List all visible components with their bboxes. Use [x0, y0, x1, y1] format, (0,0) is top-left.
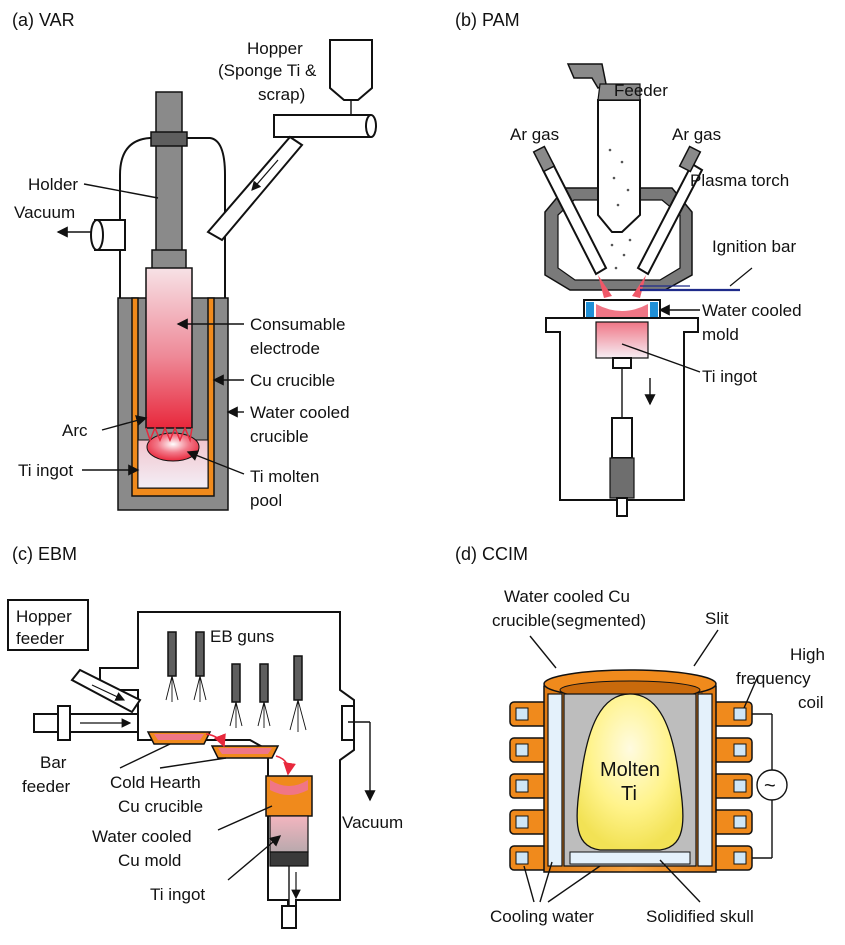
var-cu-crucible — [131, 297, 215, 497]
ccim-coil-label-2: frequency — [736, 669, 811, 688]
var-vacuum-label: Vacuum — [14, 203, 75, 222]
pam-ar-left-label: Ar gas — [510, 125, 559, 144]
panel-ccim: (d) CCIM — [455, 544, 825, 926]
pam-feeder-tube — [597, 99, 641, 233]
var-hopper-label-1: Hopper — [247, 39, 303, 58]
ccim-ac-source — [756, 769, 788, 801]
ebm-guns-label: EB guns — [210, 627, 274, 646]
var-cu-crucible-label: Cu crucible — [250, 371, 335, 390]
ebm-ingot-label: Ti ingot — [150, 885, 205, 904]
var-ingot-label: Ti ingot — [18, 461, 73, 480]
ccim-cooling-right — [697, 693, 713, 867]
ebm-hopper-label-2: feeder — [16, 629, 65, 648]
pam-feeder-hopper — [566, 63, 607, 89]
var-holder — [155, 91, 183, 253]
ebm-mold-label-2: Cu mold — [118, 851, 181, 870]
ebm-title: (c) EBM — [12, 544, 77, 564]
var-hopper-label-3: scrap) — [258, 85, 305, 104]
pam-plasma-right — [632, 275, 646, 298]
ccim-molten-ti — [576, 693, 684, 851]
ccim-slit-label: Slit — [705, 609, 729, 628]
var-pool-label-1: Ti molten — [250, 467, 319, 486]
panel-pam: (b) PAM — [455, 10, 802, 517]
ebm-bar-label-2: feeder — [22, 777, 71, 796]
pam-feeder-label: Feeder — [614, 81, 668, 100]
ccim-title: (d) CCIM — [455, 544, 528, 564]
ccim-coil — [509, 701, 753, 871]
var-consumable-electrode — [145, 267, 193, 429]
pam-torch-right — [636, 162, 704, 276]
ebm-hopper-box — [7, 599, 89, 651]
ebm-hopper-label-1: Hopper — [16, 607, 72, 626]
ebm-hearth-label-2: Cu crucible — [118, 797, 203, 816]
pam-plasma-left — [598, 275, 612, 298]
pam-mold-label-2: mold — [702, 325, 739, 344]
ccim-crucible-label-2: crucible(segmented) — [492, 611, 646, 630]
var-holder-label: Holder — [28, 175, 78, 194]
ccim-molten-label-2: Ti — [621, 783, 637, 805]
ccim-cooling-left — [547, 693, 563, 867]
ccim-coil-label-1: High — [790, 645, 825, 664]
var-electrode-label-2: electrode — [250, 339, 320, 358]
ebm-vacuum-port — [341, 705, 355, 741]
var-hopper-label-2: (Sponge Ti & — [218, 61, 317, 80]
var-hopper — [329, 39, 373, 101]
ebm-mold-label-1: Water cooled — [92, 827, 192, 846]
var-wcc-label-2: crucible — [250, 427, 309, 446]
var-arc-label: Arc — [62, 421, 88, 440]
var-holder-leader — [83, 183, 159, 199]
ccim-molten-label-1: Molten — [600, 759, 660, 781]
pam-ignition-label: Ignition bar — [712, 237, 796, 256]
ebm-vacuum-label: Vacuum — [342, 813, 403, 832]
ebm-ti-ingot — [269, 815, 309, 853]
ebm-bar-label-1: Bar — [40, 753, 67, 772]
panel-var: (a) VAR — [12, 10, 377, 511]
panel-ebm: (c) EBM — [7, 544, 403, 929]
ebm-chamber — [99, 611, 355, 921]
ccim-crucible-label-1: Water cooled Cu — [504, 587, 630, 606]
var-wcc-label-1: Water cooled — [250, 403, 350, 422]
ccim-water-label: Cooling water — [490, 907, 594, 926]
var-pool-label-2: pool — [250, 491, 282, 510]
ccim-skull-label: Solidified skull — [646, 907, 754, 926]
var-title: (a) VAR — [12, 10, 75, 30]
pam-ingot-label: Ti ingot — [702, 367, 757, 386]
var-holder-seal — [150, 131, 188, 147]
pam-ti-ingot — [595, 321, 649, 359]
var-feeder-screw — [273, 114, 371, 138]
pam-ar-right-label: Ar gas — [672, 125, 721, 144]
var-arc — [145, 426, 193, 443]
ebm-hearth-label-1: Cold Hearth — [110, 773, 201, 792]
pam-title: (b) PAM — [455, 10, 520, 30]
var-electrode-label-1: Consumable — [250, 315, 345, 334]
ebm-beams — [165, 675, 307, 732]
ccim-coil-label-3: coil — [798, 693, 824, 712]
pam-mold-label-1: Water cooled — [702, 301, 802, 320]
pam-torch-label: Plasma torch — [690, 171, 789, 190]
ccim-ac-symbol: ~ — [764, 775, 776, 797]
pam-powder — [608, 148, 632, 270]
